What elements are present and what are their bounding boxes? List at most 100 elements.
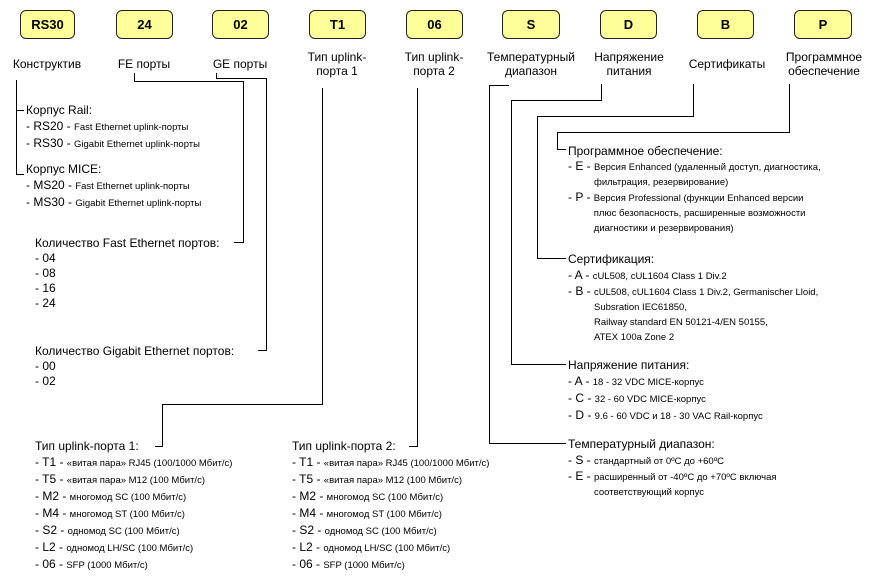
list-item: - M4 - многомод ST (100 Мбит/с) [35,505,232,522]
block-mice: Корпус MICE: - MS20 - Fast Ethernet upli… [26,162,201,211]
item-code: - RS30 - [26,136,75,150]
item-code: - A - [568,374,593,388]
list-item: - 00 [35,359,56,373]
item-desc: многомод ST (100 Мбит/с) [326,509,442,520]
item-desc: многомод SC (100 Мбит/с) [326,492,444,503]
item-desc: «витая пара» M12 (100 Мбит/с) [323,475,462,486]
item-code: - 06 - [35,557,67,571]
item-desc: Gigabit Ethernet uplink-порты [75,198,202,209]
item-code: - B - [568,284,594,298]
item-desc: Версия Professional (функции Enhanced ве… [593,193,806,234]
item-code: - A - [568,268,593,282]
item-desc: одномод SC (100 Мбит/с) [324,526,437,537]
block-ge-count: Количество Gigabit Ethernet портов: - 00… [35,344,234,389]
item-code: - D - [568,408,595,422]
block-heading: Напряжение питания: [568,358,690,372]
item-code: - L2 - [292,540,324,554]
list-item: - 24 [35,296,56,310]
item-desc: многомод SC (100 Мбит/с) [69,492,187,503]
item-code: - T5 - [35,472,67,486]
line-uplink1 [155,88,323,447]
item-desc: Версия Enhanced (удаленный доступ, диагн… [594,162,821,188]
label-temp: Температурный диапазон [487,50,575,78]
label-fe-ports: FE порты [117,57,171,71]
item-code: - S - [568,453,594,467]
list-item: - M2 - многомод SC (100 Мбит/с) [35,488,232,505]
list-item: - T5 - «витая пара» M12 (100 Мбит/с) [292,471,489,488]
item-desc: «витая пара» RJ45 (100/1000 Мбит/с) [323,458,490,469]
label-power: Напряжение питания [594,50,664,78]
item-code: - 06 - [292,557,324,571]
list-item: - B - cUL508, cUL1604 Class 1 Div.2, Ger… [568,284,818,345]
list-item: - 16 [35,281,56,295]
list-item: - P - Версия Professional (функции Enhan… [568,190,821,236]
list-item: - D - 9.6 - 60 VDC и 18 - 30 VAC Rail-ко… [568,407,763,424]
item-desc: cUL508, cUL1604 Class 1 Div.2 [592,271,727,282]
list-item: - E - расширенный от -40ºС до +70ºС вклю… [568,469,777,500]
item-desc: Fast Ethernet uplink-порты [74,122,189,133]
list-item: - T1 - «витая пара» RJ45 (100/1000 Мбит/… [35,454,232,471]
list-item: - 06 - SFP (1000 Мбит/с) [35,556,232,573]
list-item: - 04 [35,251,56,265]
list-item: - MS20 - Fast Ethernet uplink-порты [26,177,201,194]
line-konstruktiv-mice [16,110,24,175]
item-code: - C - [568,391,595,405]
item-desc: 18 - 32 VDC MICE-корпус [592,377,704,388]
item-desc: одномод LH/SC (100 Мбит/с) [323,543,451,554]
list-item: - T5 - «витая пара» M12 (100 Мбит/с) [35,471,232,488]
list-item: - L2 - одномод LH/SC (100 Мбит/с) [292,539,489,556]
block-heading: Корпус Rail: [26,103,93,117]
code-box-rs30: RS30 [20,10,75,39]
item-desc: SFP (1000 Мбит/с) [323,560,405,571]
block-temperature: Температурный диапазон: - S - стандартны… [568,437,777,500]
code-box-06: 06 [406,10,463,39]
item-desc: SFP (1000 Мбит/с) [66,560,148,571]
item-desc: «витая пара» M12 (100 Мбит/с) [66,475,205,486]
item-code: - T1 - [35,455,67,469]
list-item: - E - Версия Enhanced (удаленный доступ,… [568,159,821,190]
list-item: - S2 - одномод SC (100 Мбит/с) [35,522,232,539]
code-box-24: 24 [116,10,173,39]
list-item: - MS30 - Gigabit Ethernet uplink-порты [26,194,201,211]
label-uplink1: Тип uplink- порта 1 [307,50,367,78]
code-box-s: S [502,10,560,39]
item-code: - L2 - [35,540,67,554]
label-ge-ports: GE порты [212,57,268,71]
list-item: - M4 - многомод ST (100 Мбит/с) [292,505,489,522]
item-desc: 9.6 - 60 VDC и 18 - 30 VAC Rail-корпус [594,411,763,422]
list-item: - C - 32 - 60 VDC MICE-корпус [568,390,763,407]
block-rail: Корпус Rail: - RS20 - Fast Ethernet upli… [26,103,200,152]
code-box-t1: T1 [309,10,366,39]
item-desc: cUL508, cUL1604 Class 1 Div.2, Germanisc… [594,287,819,343]
block-heading: Количество Gigabit Ethernet портов: [35,344,235,358]
code-box-p: P [794,10,852,39]
item-desc: стандартный от 0ºС до +60ºС [594,456,725,467]
item-code: - S2 - [35,523,68,537]
line-konstruktiv-rail [16,80,24,111]
block-fe-count: Количество Fast Ethernet портов: - 04 - … [35,236,219,311]
block-heading: Сертификация: [568,252,655,266]
block-heading: Температурный диапазон: [568,437,715,451]
block-heading: Корпус MICE: [26,162,102,176]
list-item: - L2 - одномод LH/SC (100 Мбит/с) [35,539,232,556]
item-desc: 32 - 60 VDC MICE-корпус [594,394,706,405]
item-code: - RS20 - [26,119,75,133]
line-fe [134,73,244,243]
line-temp [489,85,566,444]
item-code: - T5 - [292,472,324,486]
item-desc: многомод ST (100 Мбит/с) [69,509,185,520]
list-item: - RS20 - Fast Ethernet uplink-порты [26,118,200,135]
label-cert: Сертификаты [688,57,766,71]
item-desc: расширенный от -40ºС до +70ºС включая со… [594,472,777,498]
block-heading: Программное обеспечение: [568,144,723,158]
line-ge [216,73,267,351]
line-software [557,84,790,150]
code-box-b: B [697,10,754,39]
list-item: - T1 - «витая пара» RJ45 (100/1000 Мбит/… [292,454,489,471]
label-software: Программное обеспечение [785,50,863,78]
item-code: - M2 - [35,489,70,503]
list-item: - 08 [35,266,56,280]
block-heading: Тип uplink-порта 2: [292,439,396,453]
code-box-d: D [600,10,657,39]
